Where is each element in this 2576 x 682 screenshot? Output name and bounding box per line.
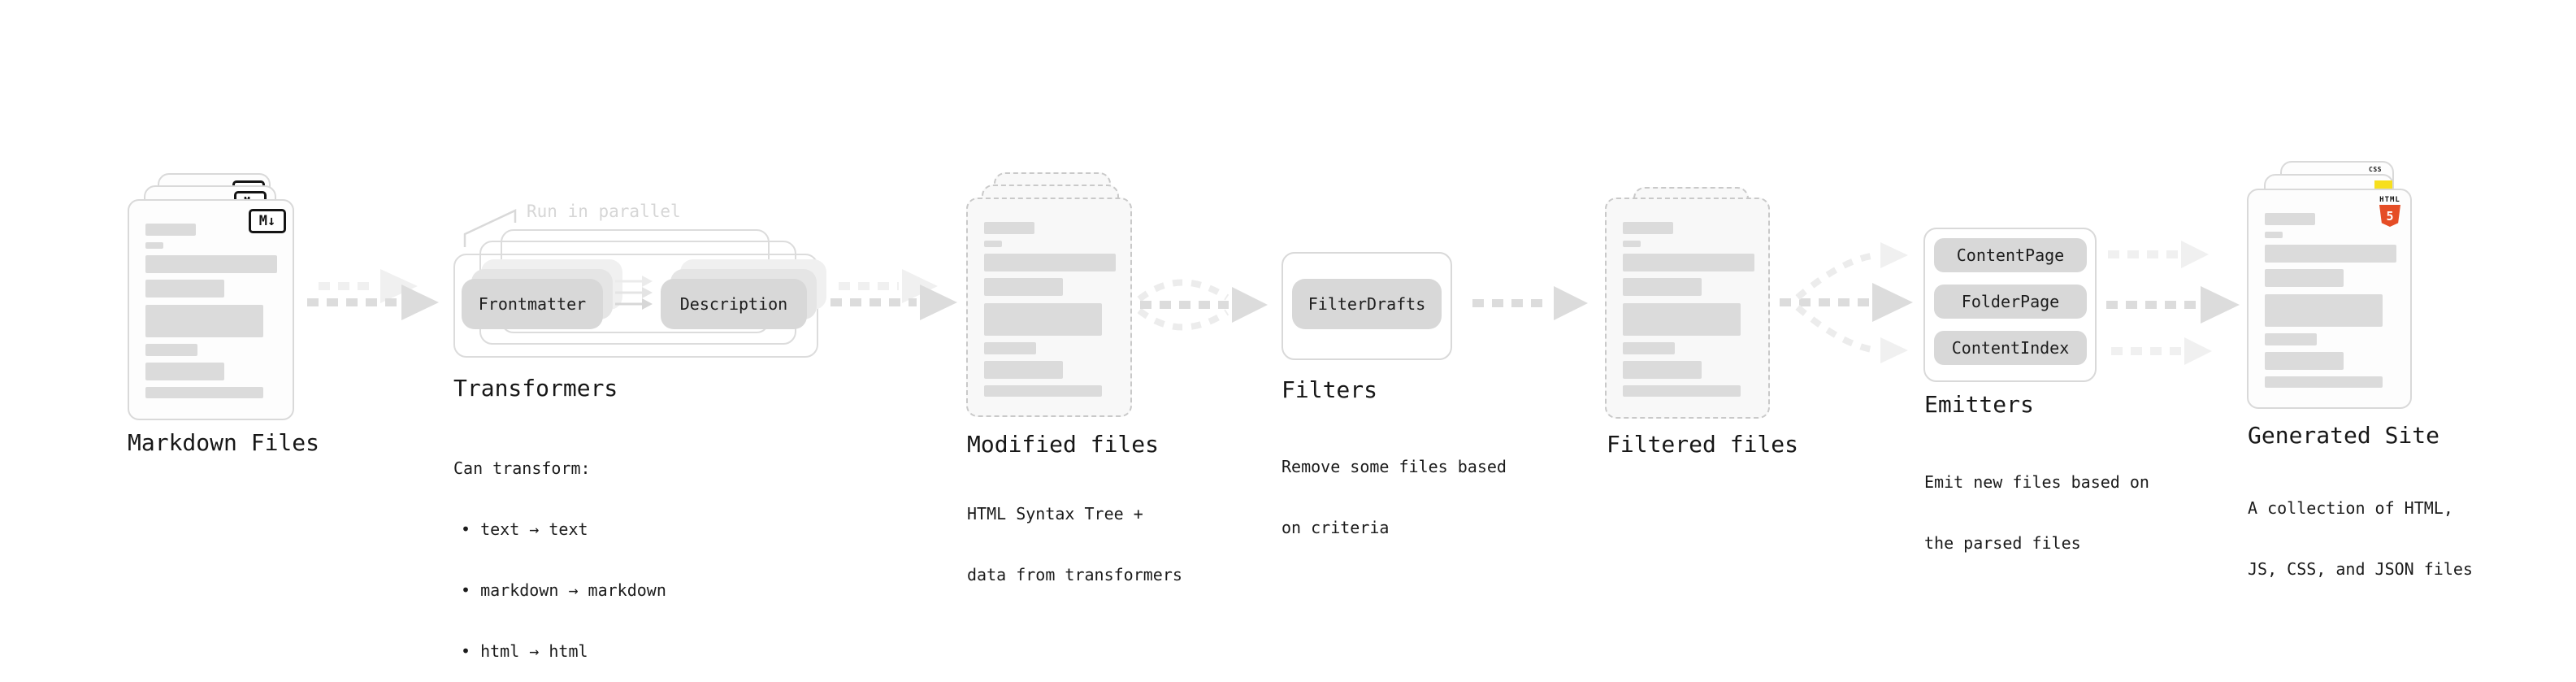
text-bar xyxy=(2265,352,2344,370)
run-in-parallel-note: Run in parallel xyxy=(527,202,681,221)
text-bar xyxy=(145,255,277,273)
text-bar xyxy=(1623,303,1741,336)
desc-line: Emit new files based on xyxy=(1924,472,2149,492)
text-bar xyxy=(145,387,263,398)
text-bar xyxy=(2265,245,2396,263)
arrow-filtered-to-emitters xyxy=(1780,242,1913,363)
text-bar xyxy=(1623,241,1641,247)
text-bar xyxy=(984,254,1116,271)
can-transform-title: Can transform: xyxy=(453,458,591,478)
emitters-label: Emitters xyxy=(1924,391,2034,418)
text-bar xyxy=(1623,278,1702,296)
markdown-file-card-front: M↓ xyxy=(128,199,294,420)
transformers-label: Transformers xyxy=(453,375,618,402)
generated-site-label: Generated Site xyxy=(2248,422,2440,449)
text-bar xyxy=(1623,254,1754,271)
filters-label: Filters xyxy=(1281,376,1378,403)
text-bar xyxy=(984,361,1063,379)
text-bar xyxy=(984,241,1002,247)
contentpage-emitter: ContentPage xyxy=(1934,238,2087,272)
transform-bullet: • markdown → markdown xyxy=(461,580,666,600)
modified-files-label: Modified files xyxy=(967,431,1160,458)
markdown-icon: M↓ xyxy=(249,209,286,233)
text-bar xyxy=(2265,376,2383,388)
desc-line: on criteria xyxy=(1281,518,1390,537)
text-bar xyxy=(2265,213,2315,225)
filtered-files-label: Filtered files xyxy=(1607,431,1799,458)
desc-line: HTML Syntax Tree + xyxy=(967,504,1143,523)
html5-icon-shield: 5 xyxy=(2379,205,2400,227)
desc-line: JS, CSS, and JSON files xyxy=(2248,559,2473,579)
emitters-description: Emit new files based on the parsed files xyxy=(1924,432,2149,574)
markdown-icon-text: M↓ xyxy=(258,213,276,229)
text-bar xyxy=(1623,342,1675,354)
text-bar xyxy=(145,344,197,356)
text-bar xyxy=(145,363,224,380)
desc-line: data from transformers xyxy=(967,565,1182,584)
html5-icon: HTML 5 xyxy=(2378,197,2402,227)
arrow-markdown-to-transformers xyxy=(307,269,439,320)
text-bar xyxy=(1623,385,1741,397)
frontmatter-transformer: Frontmatter xyxy=(462,279,603,329)
text-bar xyxy=(984,342,1036,354)
arrow-modified-to-filters xyxy=(1137,279,1268,331)
desc-line: the parsed files xyxy=(1924,533,2081,553)
arrow-emitters-to-generated xyxy=(2106,241,2240,365)
folderpage-emitter: FolderPage xyxy=(1934,285,2087,319)
filtered-file-card-front xyxy=(1605,198,1770,419)
modified-file-card-front xyxy=(966,198,1132,417)
text-bar xyxy=(145,305,263,337)
text-bar xyxy=(984,222,1034,234)
transformers-description: Can transform: • text → text • markdown … xyxy=(453,418,666,682)
markdown-files-label: Markdown Files xyxy=(128,429,320,456)
html5-icon-text: HTML xyxy=(2379,196,2400,204)
text-bar xyxy=(2265,269,2344,287)
arrow-filters-to-filtered xyxy=(1472,286,1588,320)
description-transformer: Description xyxy=(661,279,807,329)
text-bar xyxy=(145,224,196,236)
text-bar xyxy=(2265,333,2317,345)
text-bar xyxy=(2265,232,2283,238)
generated-site-description: A collection of HTML, JS, CSS, and JSON … xyxy=(2248,458,2473,600)
text-bar xyxy=(984,303,1102,336)
text-bar xyxy=(1623,222,1673,234)
html5-icon-number: 5 xyxy=(2386,208,2394,224)
desc-line: A collection of HTML, xyxy=(2248,498,2453,518)
text-bar xyxy=(984,385,1102,397)
arrow-transformers-to-modified xyxy=(830,269,957,320)
text-bar xyxy=(1623,361,1702,379)
css-icon-text: CSS xyxy=(2369,166,2382,173)
filters-description: Remove some files based on criteria xyxy=(1281,416,1507,558)
contentindex-emitter: ContentIndex xyxy=(1934,331,2087,365)
transform-bullet: • html → html xyxy=(461,641,588,661)
modified-files-description: HTML Syntax Tree + data from transformer… xyxy=(967,463,1182,606)
html-file-card: HTML 5 xyxy=(2247,189,2412,409)
text-bar xyxy=(145,280,224,298)
filterdrafts-filter: FilterDrafts xyxy=(1292,279,1442,329)
transform-bullet: • text → text xyxy=(461,519,588,539)
desc-line: Remove some files based xyxy=(1281,457,1507,476)
text-bar xyxy=(984,278,1063,296)
text-bar xyxy=(2265,294,2383,327)
text-bar xyxy=(145,242,163,249)
